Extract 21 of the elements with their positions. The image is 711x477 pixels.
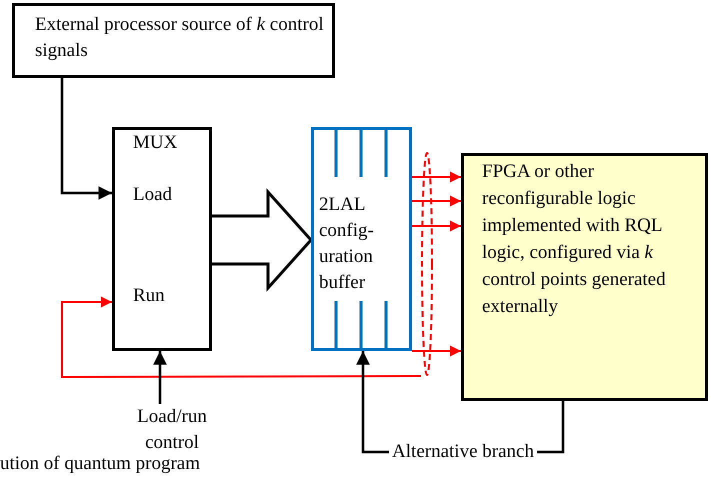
arrow xyxy=(412,172,461,182)
dashed-ellipse xyxy=(421,152,433,376)
arrow xyxy=(412,220,461,232)
mux-box xyxy=(112,127,212,351)
caption-text: ution of quantum program xyxy=(0,453,200,475)
box-text: 2LAL config- uration buffer xyxy=(319,193,375,295)
arrow xyxy=(60,78,112,200)
block-arrow xyxy=(210,188,314,292)
box-text: FPGA or other reconfigurable logic implemented with RQL logic, configured via k control points generated externally xyxy=(482,160,667,319)
input-label: Load xyxy=(133,183,174,207)
logic-block-box xyxy=(461,153,708,401)
arrow xyxy=(61,296,421,378)
input-label: Run xyxy=(133,284,166,308)
arrow xyxy=(412,196,461,206)
arrow xyxy=(153,351,167,404)
box-text: External processor source of k control signals xyxy=(35,13,325,63)
box-title: MUX xyxy=(133,131,178,155)
signal-label: Load/run control xyxy=(122,404,222,456)
arrow xyxy=(412,346,461,356)
processor-box xyxy=(12,3,335,78)
buffer-box xyxy=(311,127,412,351)
